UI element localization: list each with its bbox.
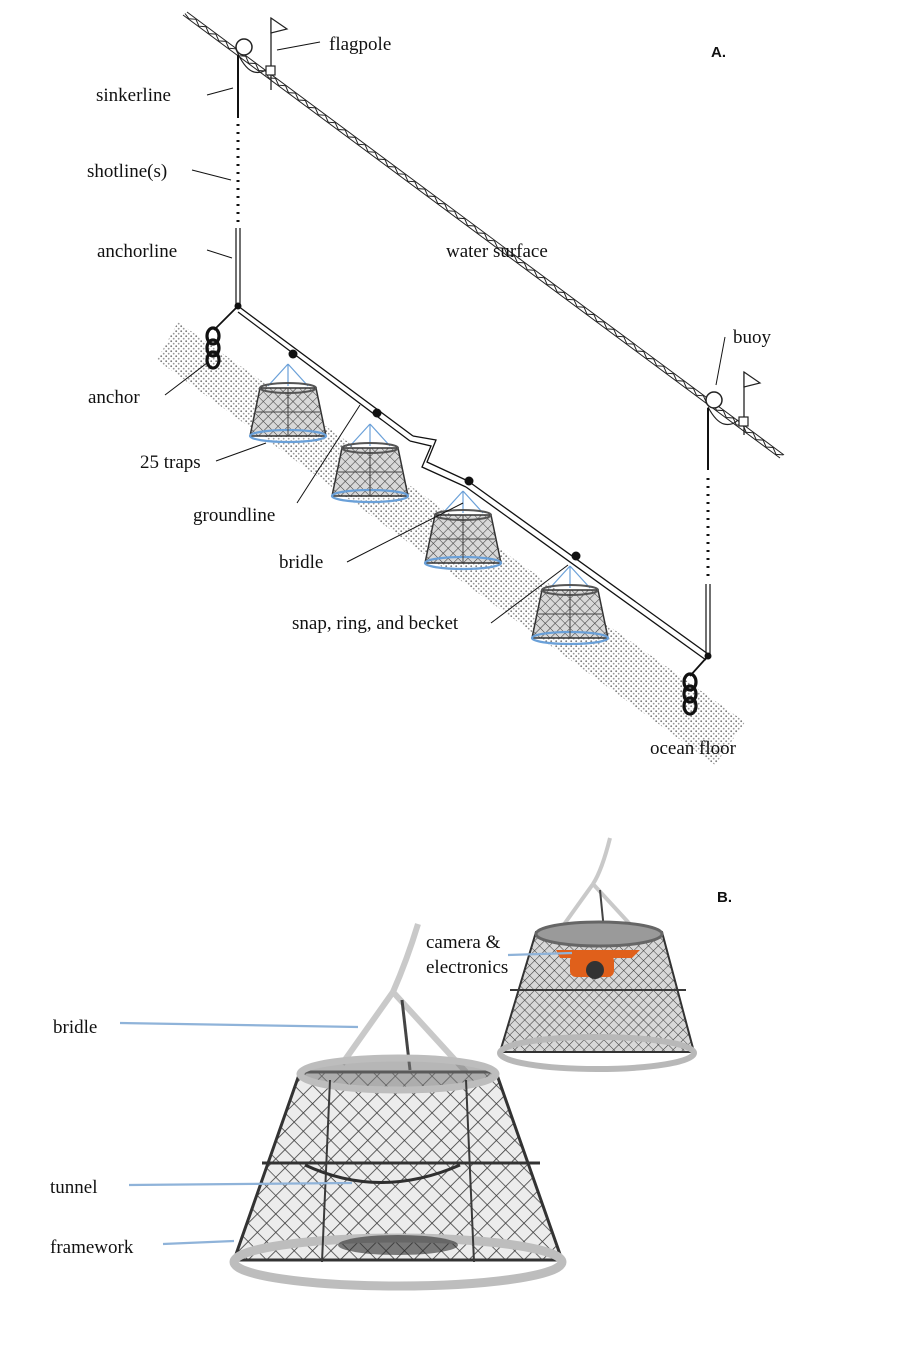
groundline	[213, 305, 712, 677]
label-tunnel: tunnel	[50, 1177, 98, 1198]
label-camera-line1: camera &	[426, 932, 501, 953]
snap-dot	[571, 551, 581, 561]
label-anchor: anchor	[88, 387, 140, 408]
bait-trap-photo	[229, 923, 567, 1291]
water-surface-line	[182, 11, 785, 459]
left-buoy-assembly	[235, 16, 289, 90]
trap-icon	[421, 489, 503, 571]
label-flagpole: flagpole	[329, 34, 391, 55]
label-groundline: groundline	[193, 505, 275, 526]
right-buoy-assembly	[705, 370, 762, 654]
label-snap-ring-becket: snap, ring, and becket	[292, 613, 459, 634]
panel-b: B.	[50, 837, 732, 1291]
label-water-surface: water surface	[446, 241, 548, 262]
snap-dot	[288, 349, 298, 359]
panel-b-tag: B.	[717, 889, 732, 906]
trap-icon	[246, 362, 328, 444]
label-buoy: buoy	[733, 327, 772, 348]
trap-icon	[328, 422, 410, 504]
label-camera-line2: electronics	[426, 957, 508, 978]
leader-lines-b	[119, 951, 573, 1246]
left-vertical-line	[234, 55, 242, 310]
panel-a-tag: A.	[711, 44, 726, 61]
panel-a: A.	[87, 11, 785, 765]
label-shotline: shotline(s)	[87, 161, 167, 182]
snap-dot	[464, 476, 474, 486]
label-anchorline: anchorline	[97, 241, 177, 262]
label-sinkerline: sinkerline	[96, 85, 171, 106]
trap-icon	[528, 564, 610, 646]
label-traps: 25 traps	[140, 452, 201, 473]
label-framework: framework	[50, 1237, 134, 1258]
label-bridle-a: bridle	[279, 552, 323, 573]
label-bridle-b: bridle	[53, 1017, 97, 1038]
camera-trap-photo	[497, 837, 697, 1072]
snap-dot	[372, 408, 382, 418]
leader-lines-a	[164, 41, 726, 624]
label-ocean-floor: ocean floor	[650, 738, 737, 759]
